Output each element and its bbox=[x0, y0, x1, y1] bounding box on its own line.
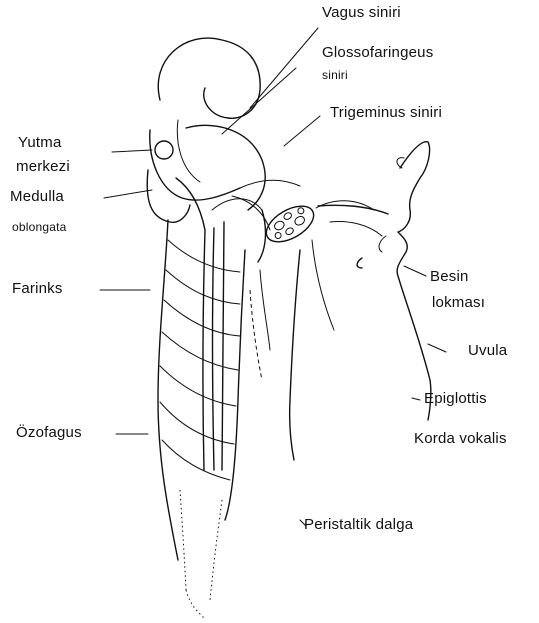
label-uvula: Uvula bbox=[468, 342, 507, 360]
muscle-band-5 bbox=[160, 366, 236, 406]
leader-medulla bbox=[104, 190, 152, 198]
trigeminus-branch bbox=[240, 180, 300, 188]
hard-palate bbox=[318, 205, 388, 214]
epiglottis-shape bbox=[260, 270, 270, 350]
esophagus-left-wall bbox=[158, 220, 178, 560]
label-swallowing-center-line2: merkezi bbox=[16, 158, 70, 176]
leader-besin bbox=[404, 266, 426, 276]
brain-outline bbox=[158, 38, 260, 118]
cerebellum-outline bbox=[147, 170, 190, 222]
muscle-band-4 bbox=[162, 332, 238, 370]
leader-uvula bbox=[428, 344, 446, 352]
leader-epiglottis bbox=[412, 398, 420, 400]
lower-jaw bbox=[357, 258, 362, 268]
label-peristaltic-wave: Peristaltik dalga bbox=[304, 516, 413, 534]
label-food-bolus-line2: lokması bbox=[432, 294, 485, 312]
leader-glosso bbox=[222, 68, 296, 134]
label-swallowing-center-line1: Yutma bbox=[18, 134, 62, 152]
tongue-upper bbox=[330, 222, 382, 236]
leader-trigeminus bbox=[284, 116, 320, 146]
larynx-dashes bbox=[250, 290, 262, 380]
nerve-trunk-mid bbox=[213, 228, 215, 470]
label-vocal-cords: Korda vokalis bbox=[414, 430, 507, 448]
cerebellum-top bbox=[186, 125, 265, 210]
leader-yutma bbox=[112, 150, 152, 152]
face-profile bbox=[397, 142, 431, 420]
muscle-band-7 bbox=[162, 440, 230, 480]
nerve-trunk-right bbox=[222, 222, 224, 470]
peristaltic-dots-right bbox=[210, 500, 222, 600]
medulla-stem bbox=[176, 178, 205, 230]
pharynx-front bbox=[290, 250, 300, 460]
muscle-band-3 bbox=[164, 300, 240, 336]
label-epiglottis: Epiglottis bbox=[424, 390, 487, 408]
label-esophagus: Özofagus bbox=[16, 424, 82, 442]
label-trigeminus-nerve: Trigeminus siniri bbox=[330, 104, 442, 122]
nerve-trunk-left bbox=[203, 230, 205, 470]
lip-curl bbox=[379, 236, 386, 252]
uvula-line bbox=[312, 240, 334, 330]
label-vagus-nerve: Vagus siniri bbox=[322, 4, 401, 22]
food-bolus bbox=[260, 199, 319, 249]
label-glossopharyngeal-line2: siniri bbox=[322, 66, 348, 84]
leader-vagus bbox=[250, 28, 318, 108]
brain-inner-fold bbox=[177, 120, 200, 182]
label-oblongata: oblongata bbox=[12, 218, 67, 236]
label-pharynx: Farinks bbox=[12, 280, 63, 298]
label-food-bolus-line1: Besin bbox=[430, 268, 469, 286]
label-medulla: Medulla bbox=[10, 188, 64, 206]
esophagus-end bbox=[186, 590, 204, 618]
label-glossopharyngeal-line1: Glossofaringeus bbox=[322, 44, 433, 62]
peristaltic-dots-left bbox=[180, 490, 186, 590]
swallowing-center-marker bbox=[155, 141, 173, 159]
